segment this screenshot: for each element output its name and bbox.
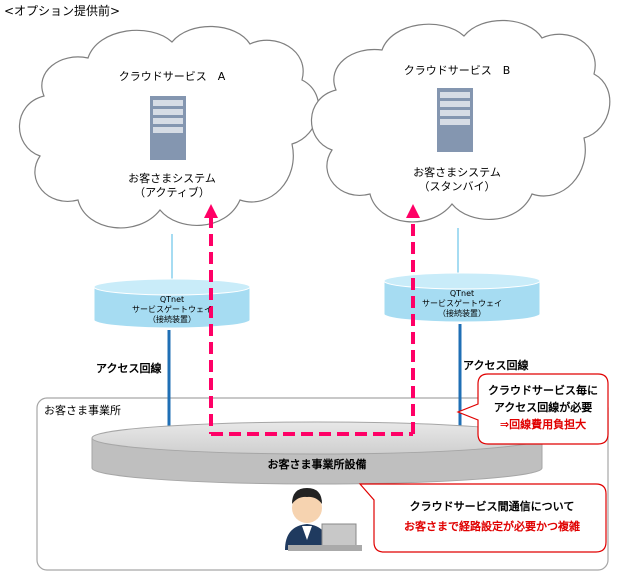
gateway-a-brand: QTnet xyxy=(159,295,185,304)
cloud-b-system-status: （スタンバイ） xyxy=(418,180,496,193)
access-line-a-label: アクセス回線 xyxy=(96,362,162,375)
arrow-up-a-icon xyxy=(204,204,218,218)
cloud-a-title: クラウドサービス A xyxy=(118,70,226,83)
cloud-a-system-status: （アクティブ） xyxy=(134,186,210,199)
gateway-b-shape xyxy=(383,272,541,323)
gateway-b-brand: QTnet xyxy=(449,289,475,298)
laptop-icon xyxy=(288,523,362,551)
office-label: お客さま事業所 xyxy=(44,404,121,417)
callout-1-line2: アクセス回線が必要 xyxy=(493,401,593,414)
callout-1-line1: クラウドサービス毎に xyxy=(488,384,598,397)
gateway-b-type: （接続装置） xyxy=(438,309,486,318)
office-equipment-label: お客さま事業所設備 xyxy=(267,458,367,471)
cloud-a-system-name: お客さまシステム xyxy=(128,172,216,185)
cloud-b-system-name: お客さまシステム xyxy=(413,166,501,179)
gateway-b-name: サービスゲートウェイ xyxy=(422,299,502,308)
server-icon xyxy=(437,88,473,152)
page-title: <オプション提供前> xyxy=(4,4,121,18)
gateway-a-type: （接続装置） xyxy=(148,315,196,324)
server-icon xyxy=(150,96,186,160)
callout-2-line1: クラウドサービス間通信について xyxy=(409,500,575,513)
callout-2-line2: お客さまで経路設定が必要かつ複雑 xyxy=(404,520,580,533)
office-equipment-shape xyxy=(91,421,543,485)
cloud-b-title: クラウドサービス B xyxy=(403,64,511,77)
callout-1-shape xyxy=(456,373,609,445)
gateway-a-name: サービスゲートウェイ xyxy=(132,305,212,314)
person-icon xyxy=(285,488,329,550)
access-line-b-label: アクセス回線 xyxy=(463,359,529,372)
dashed-route xyxy=(209,216,415,436)
callout-1-line3: ⇒回線費用負担大 xyxy=(499,418,587,431)
arrow-up-b-icon xyxy=(406,204,420,218)
callout-2-shape xyxy=(358,483,607,553)
